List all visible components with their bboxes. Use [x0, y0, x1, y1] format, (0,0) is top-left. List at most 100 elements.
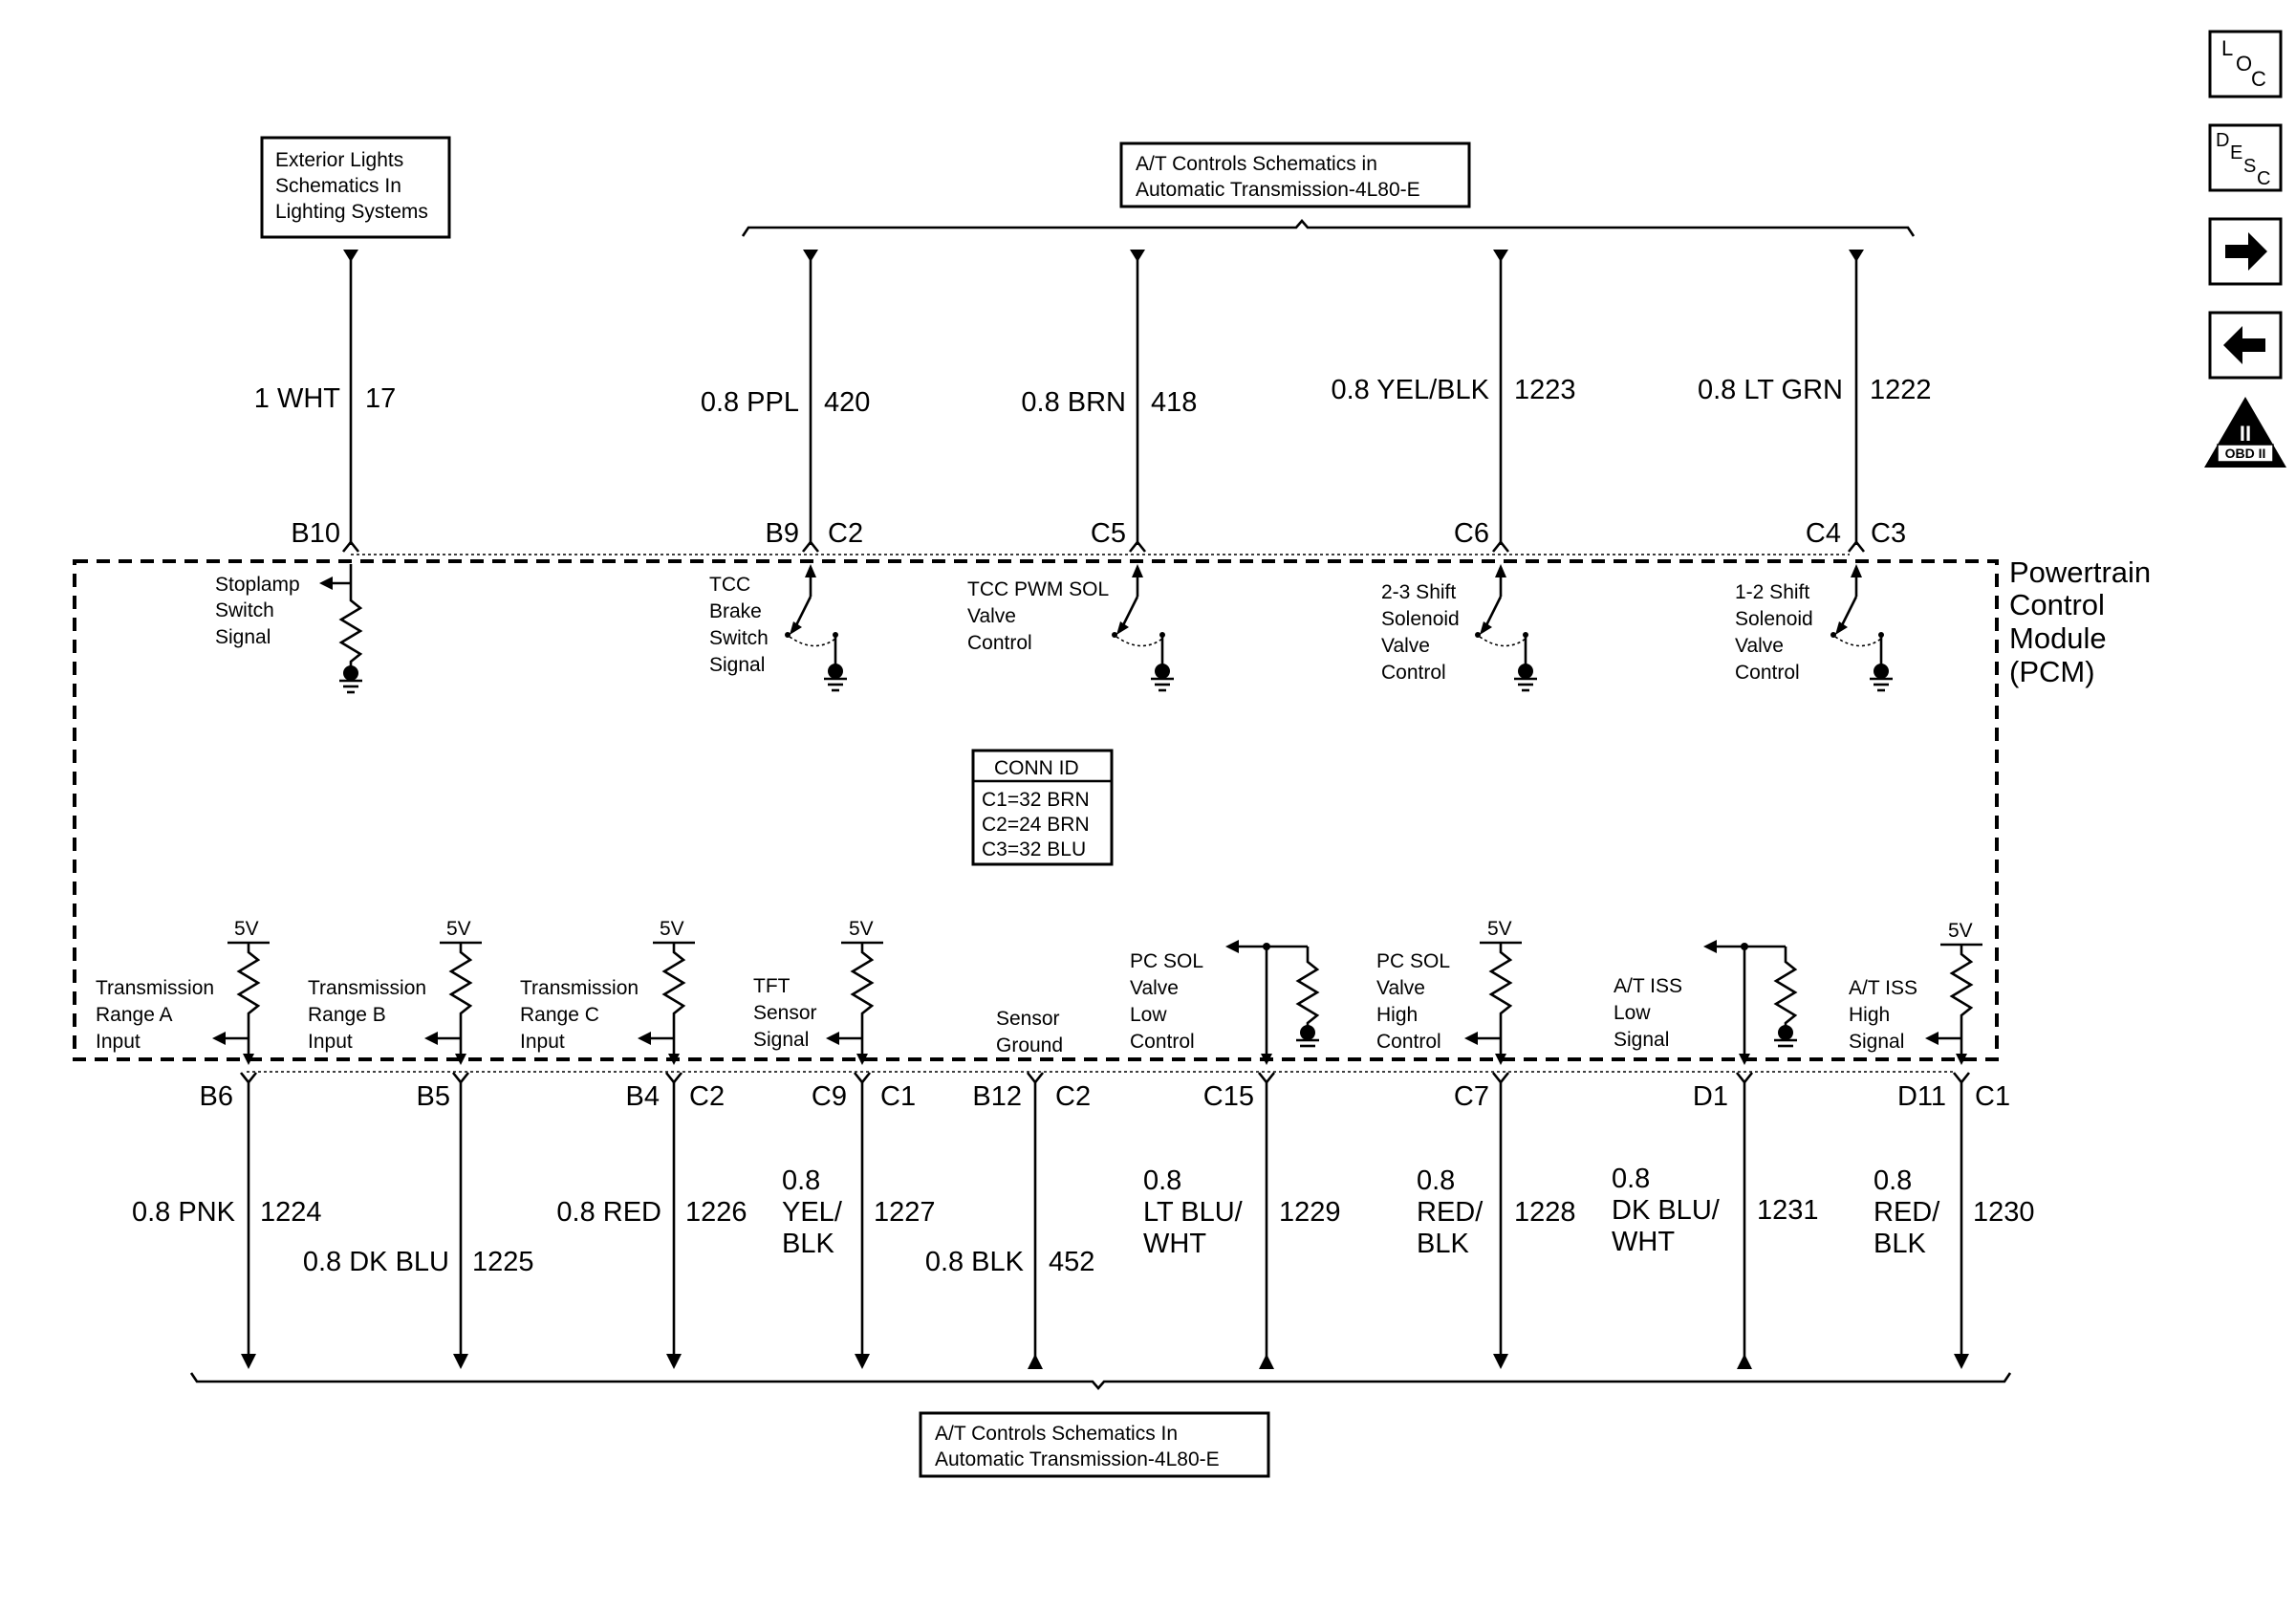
wire-color: WHT [1143, 1229, 1206, 1259]
wire-color: 0.8 [1612, 1164, 1650, 1194]
reference-text: Automatic Transmission-4L80-E [1136, 179, 1420, 201]
svg-text:Valve: Valve [1376, 977, 1425, 999]
circuit-452: B12 C2 0.8 BLK 452 [925, 1072, 1094, 1369]
wire-color: RED/ [1417, 1197, 1484, 1228]
pin-label: B12 [972, 1081, 1022, 1112]
circuit-1225: B5 0.8 DK BLU 1225 [303, 1072, 534, 1369]
arrow-right-icon [2225, 232, 2267, 271]
svg-text:C1=32 BRN: C1=32 BRN [982, 789, 1090, 811]
wire-color: LT BLU/ [1143, 1197, 1244, 1228]
svg-text:Stoplamp: Stoplamp [215, 574, 300, 596]
conn-id-box: CONN ID C1=32 BRN C2=24 BRN C3=32 BLU [971, 749, 1114, 866]
tft-sensor-circuit: 5V TFT Sensor Signal [753, 918, 883, 1065]
wire-color: 0.8 PPL [701, 387, 799, 418]
svg-text:Control: Control [2009, 588, 2105, 621]
svg-text:A/T ISS: A/T ISS [1849, 977, 1917, 999]
circuit-1230: D11 C1 0.8 RED/ BLK 1230 [1874, 1072, 2035, 1369]
next-page-button[interactable] [2208, 217, 2283, 286]
range-b-input-circuit: 5V Transmission Range B Input [308, 918, 482, 1065]
circuit-number: 1226 [685, 1197, 747, 1228]
loc-letter: O [2236, 52, 2252, 76]
svg-text:Control: Control [1735, 662, 1800, 684]
svg-text:Range C: Range C [520, 1004, 599, 1026]
bottom-brace [189, 1372, 2012, 1390]
tcc-brake-switch-driver: TCC Brake Switch Signal [709, 564, 847, 692]
svg-text:Low: Low [1614, 1002, 1651, 1024]
pin-label: B4 [626, 1081, 660, 1112]
svg-text:Valve: Valve [967, 605, 1016, 627]
svg-text:High: High [1849, 1004, 1890, 1026]
svg-text:Input: Input [520, 1031, 565, 1053]
circuit-number: 452 [1049, 1247, 1094, 1277]
circuit-420: 0.8 PPL 420 B9 C2 [701, 250, 870, 553]
sensor-ground-circuit: Sensor Ground [996, 1008, 1063, 1056]
loc-button[interactable]: L O C [2208, 30, 2283, 98]
svg-text:TCC PWM SOL: TCC PWM SOL [967, 578, 1109, 600]
loc-letter: L [2221, 36, 2233, 60]
svg-text:5V: 5V [1948, 920, 1973, 942]
svg-text:Powertrain: Powertrain [2009, 555, 2151, 589]
pc-sol-high-circuit: 5V PC SOL Valve High Control [1376, 918, 1522, 1065]
obd-ii-button[interactable]: II OBD II [2204, 397, 2286, 468]
circuit-1229: C15 0.8 LT BLU/ WHT 1229 [1143, 1072, 1341, 1369]
svg-text:PC SOL: PC SOL [1130, 950, 1203, 972]
wire-color: 0.8 YEL/BLK [1331, 375, 1489, 405]
svg-text:5V: 5V [660, 918, 684, 940]
circuit-number: 1223 [1514, 375, 1576, 405]
reference-at-controls-top[interactable]: A/T Controls Schematics in Automatic Tra… [1119, 142, 1471, 208]
circuit-1222: 0.8 LT GRN 1222 C4 C3 [1698, 250, 1932, 553]
wire-color: 0.8 [1874, 1165, 1912, 1196]
wire-color: 0.8 RED [556, 1197, 661, 1228]
pcm-label: Powertrain Control Module (PCM) [2009, 555, 2151, 688]
svg-text:Module: Module [2009, 621, 2107, 655]
svg-text:Range B: Range B [308, 1004, 386, 1026]
wire-color: 1 WHT [254, 383, 341, 414]
svg-text:Signal: Signal [753, 1029, 809, 1051]
svg-text:C2=24 BRN: C2=24 BRN [982, 814, 1090, 836]
svg-text:Range A: Range A [96, 1004, 173, 1026]
svg-text:Control: Control [967, 632, 1032, 654]
circuit-number: 1229 [1279, 1197, 1341, 1228]
pin-label: C5 [1091, 518, 1126, 549]
desc-button[interactable]: D E S C [2208, 123, 2283, 192]
reference-text: A/T Controls Schematics in [1136, 153, 1377, 175]
reference-exterior-lights[interactable]: Exterior Lights Schematics In Lighting S… [260, 136, 451, 239]
svg-text:Signal: Signal [1614, 1029, 1669, 1051]
wire-color: WHT [1612, 1227, 1675, 1257]
tcc-pwm-sol-driver: TCC PWM SOL Valve Control [967, 564, 1174, 692]
pin-label: C7 [1454, 1081, 1489, 1112]
circuit-1226: B4 C2 0.8 RED 1226 [556, 1072, 747, 1369]
svg-text:Signal: Signal [215, 626, 271, 648]
reference-text: Schematics In [275, 175, 401, 197]
pin-label: C6 [1454, 518, 1489, 549]
wire-color: RED/ [1874, 1197, 1940, 1228]
reference-text: A/T Controls Schematics In [935, 1423, 1178, 1445]
svg-text:Signal: Signal [709, 654, 765, 676]
connector-label: C2 [828, 518, 863, 549]
svg-text:Valve: Valve [1130, 977, 1179, 999]
svg-text:Control: Control [1376, 1031, 1441, 1053]
top-brace [741, 219, 1916, 237]
1-2-shift-solenoid-driver: 1-2 Shift Solenoid Valve Control [1735, 564, 1893, 692]
circuit-1228: C7 0.8 RED/ BLK 1228 [1417, 1072, 1576, 1369]
previous-page-button[interactable] [2208, 311, 2283, 380]
svg-text:Switch: Switch [709, 627, 769, 649]
desc-letter: S [2243, 156, 2256, 177]
circuit-1224: B6 0.8 PNK 1224 [132, 1072, 322, 1369]
svg-text:5V: 5V [849, 918, 874, 940]
circuit-number: 1222 [1870, 375, 1932, 405]
circuit-number: 418 [1151, 387, 1197, 418]
svg-text:Control: Control [1381, 662, 1446, 684]
svg-text:C3=32 BLU: C3=32 BLU [982, 838, 1086, 860]
connector-label: C1 [880, 1081, 916, 1112]
range-a-input-circuit: 5V Transmission Range A Input [96, 918, 270, 1065]
svg-text:Valve: Valve [1735, 635, 1784, 657]
reference-text: Automatic Transmission-4L80-E [935, 1448, 1220, 1470]
reference-at-controls-bottom[interactable]: A/T Controls Schematics In Automatic Tra… [919, 1411, 1270, 1478]
reference-text: Lighting Systems [275, 201, 428, 223]
loc-letter: C [2251, 67, 2266, 91]
pc-sol-low-circuit: PC SOL Valve Low Control [1130, 940, 1320, 1065]
obd-text: OBD II [2225, 446, 2266, 461]
pin-label: B10 [291, 518, 340, 549]
